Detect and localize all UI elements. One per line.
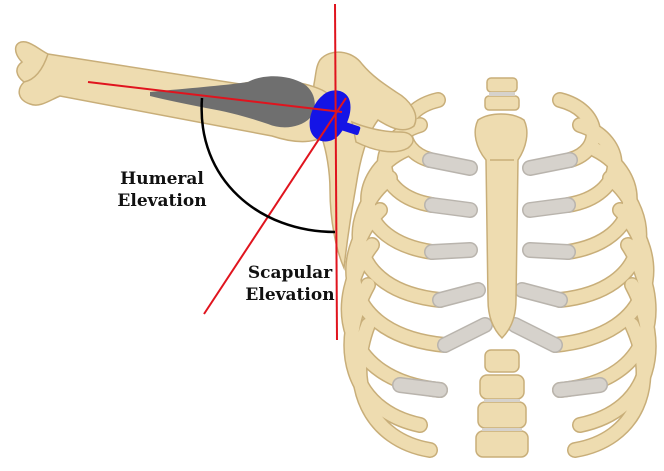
- humeral-elevation-label: Humeral Elevation: [104, 168, 220, 212]
- scapular-label-line-1: Scapular: [247, 263, 333, 283]
- sternum: [474, 113, 528, 340]
- humeral-elevation-arc: [200, 97, 336, 234]
- humeral-axis-line: [87, 81, 343, 113]
- scapular-label-line-2: Elevation: [245, 285, 335, 305]
- humeral-label-line-1: Humeral: [120, 169, 204, 189]
- glenohumeral-joint: [309, 90, 361, 142]
- scapular-elevation-label: Scapular Elevation: [236, 262, 344, 306]
- humeral-label-line-2: Elevation: [117, 191, 207, 211]
- humerus-shaded-region: [150, 76, 315, 128]
- scapular-axis-line: [203, 97, 347, 315]
- spine: [475, 77, 529, 458]
- vertical-reference-line: [334, 3, 338, 341]
- rib-cage: [340, 92, 657, 458]
- reference-lines: [87, 3, 347, 341]
